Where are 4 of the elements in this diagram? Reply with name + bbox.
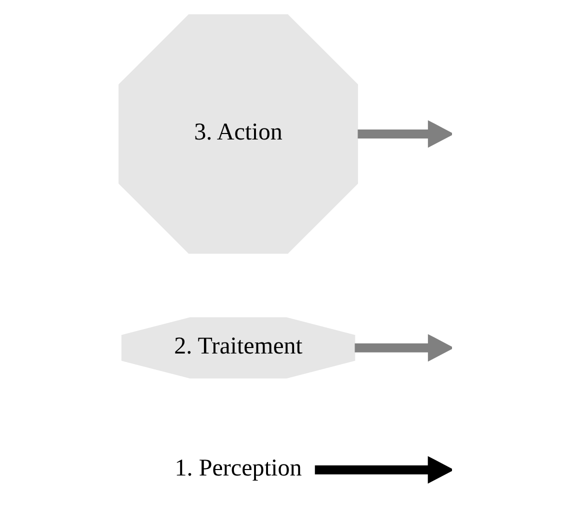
arrow — [314, 456, 452, 484]
node-text: 1. Perception — [174, 455, 302, 482]
arrow — [354, 334, 452, 362]
arrow — [357, 120, 452, 148]
